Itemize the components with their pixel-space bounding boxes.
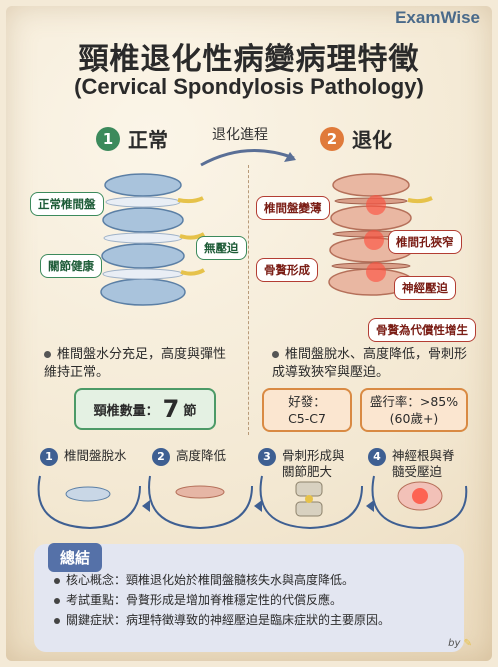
tag-thinned-disc: 椎間盤變薄	[256, 196, 330, 220]
thin-disc-icon	[175, 485, 225, 499]
dehydrated-disc-icon	[65, 486, 111, 502]
tag-healthy-joint: 關節健康	[40, 254, 102, 278]
bullet-icon	[54, 597, 60, 604]
summary-item: 核心概念：頸椎退化始於椎間盤髓核失水與高度降低。	[54, 570, 464, 590]
degenerated-number: 2	[320, 126, 344, 151]
step-label: 神經根與脊髓受壓迫	[392, 448, 455, 479]
osteophyte-joint-icon	[295, 481, 323, 517]
nerve-compression-icon	[397, 481, 443, 511]
transition-label: 退化進程	[212, 127, 268, 143]
summary-item-text: 關鍵症狀：病理特徵導致的神經壓迫是臨床症狀的主要原因。	[66, 613, 391, 627]
section-divider	[248, 165, 249, 435]
degenerated-description-text: 椎間盤脫水、高度降低，骨刺形成導致狹窄與壓迫。	[272, 347, 468, 380]
bullet-icon	[54, 617, 60, 624]
prevalence-label: 盛行率：>85%	[369, 394, 459, 409]
step-1: 1 椎間盤脫水	[40, 448, 150, 466]
step-number: 1	[40, 448, 58, 466]
step-label: 椎間盤脫水	[64, 448, 127, 463]
tag-osteophyte-formation: 骨贅形成	[256, 258, 318, 282]
count-unit: 節	[183, 403, 197, 419]
transition-arrow-icon	[200, 148, 296, 167]
tag-nerve-compression: 神經壓迫	[394, 276, 456, 300]
normal-header: 1 正常	[96, 124, 168, 153]
page-title: 頸椎退化性病變病理特徵	[78, 42, 420, 77]
summary-heading: 總結	[48, 543, 103, 572]
onset-value: C5-C7	[288, 411, 326, 426]
onset-label: 好發：	[288, 394, 326, 409]
pencil-icon: ✎	[463, 638, 472, 649]
summary-list: 核心概念：頸椎退化始於椎間盤髓核失水與高度降低。 考試重點：骨贅形成是增加脊椎穩…	[54, 570, 464, 630]
prevalence-box: 盛行率：>85% (60歲+)	[360, 388, 468, 432]
normal-heading: 正常	[128, 128, 168, 152]
degenerated-header: 2 退化	[320, 124, 392, 153]
step-number: 2	[152, 448, 170, 466]
step-2: 2 高度降低	[152, 448, 252, 466]
count-label: 頸椎數量：	[93, 403, 159, 419]
tag-compensatory-osteophyte: 骨贅為代償性增生	[368, 318, 476, 342]
byline-text: by	[448, 638, 461, 649]
degenerated-description: 椎間盤脫水、高度降低，骨刺形成導致狹窄與壓迫。	[272, 346, 472, 382]
step-number: 4	[368, 448, 386, 466]
degenerated-heading: 退化	[352, 128, 392, 152]
steps-illustration	[37, 475, 468, 530]
step-4: 4 神經根與脊髓受壓迫	[368, 448, 464, 480]
step-label: 骨刺形成與關節肥大	[282, 448, 345, 479]
tag-no-compression: 無壓迫	[196, 236, 247, 260]
bullet-icon	[54, 577, 60, 584]
count-value: 7	[162, 395, 180, 423]
summary-item: 考試重點：骨贅形成是增加脊椎穩定性的代償反應。	[54, 590, 464, 610]
summary-panel: 核心概念：頸椎退化始於椎間盤髓核失水與高度降低。 考試重點：骨贅形成是增加脊椎穩…	[34, 544, 464, 652]
normal-description-text: 椎間盤水分充足，高度與彈性維持正常。	[44, 347, 227, 380]
vertebra-count-box: 頸椎數量： 7 節	[74, 388, 216, 430]
step-3: 3 骨刺形成與關節肥大	[258, 448, 354, 480]
bullet-icon	[272, 351, 279, 358]
summary-item: 關鍵症狀：病理特徵導致的神經壓迫是臨床症狀的主要原因。	[54, 610, 464, 630]
normal-number: 1	[96, 126, 120, 151]
tag-foraminal-stenosis: 椎間孔狹窄	[388, 230, 462, 254]
onset-box: 好發： C5-C7	[262, 388, 352, 432]
prevalence-value: (60歲+)	[389, 411, 439, 426]
bullet-icon	[44, 351, 51, 358]
page-subtitle: (Cervical Spondylosis Pathology)	[74, 74, 424, 99]
byline: by ✎	[448, 638, 472, 649]
brand-logo: ExamWise	[395, 8, 480, 27]
summary-item-text: 核心概念：頸椎退化始於椎間盤髓核失水與高度降低。	[66, 573, 355, 587]
tag-normal-disc: 正常椎間盤	[30, 192, 104, 216]
normal-spine-illustration	[100, 173, 206, 306]
summary-item-text: 考試重點：骨贅形成是增加脊椎穩定性的代償反應。	[66, 593, 343, 607]
step-label: 高度降低	[176, 448, 227, 463]
normal-description: 椎間盤水分充足，高度與彈性維持正常。	[44, 346, 234, 382]
step-number: 3	[258, 448, 276, 466]
